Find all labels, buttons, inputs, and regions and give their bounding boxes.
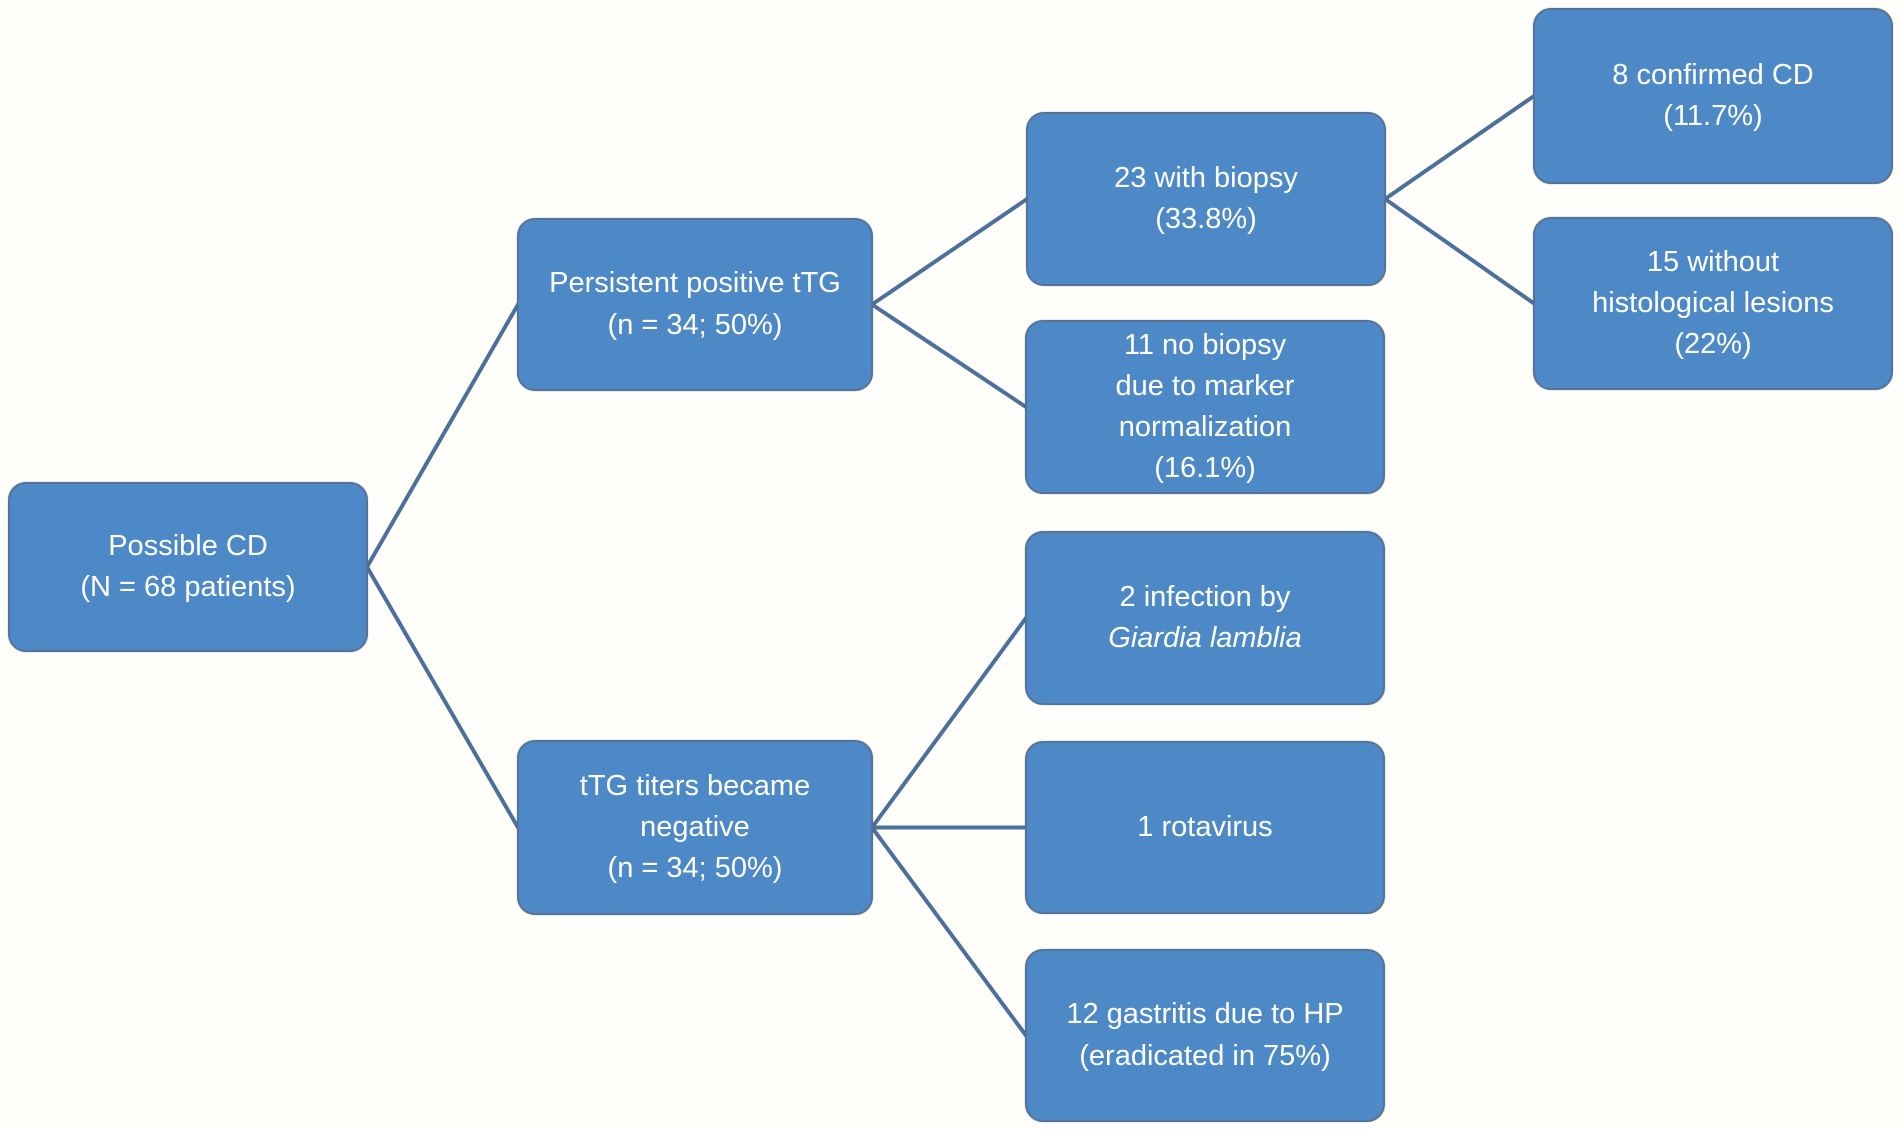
node-with-biopsy: 23 with biopsy (33.8%) <box>1026 112 1386 286</box>
node-text-line: (33.8%) <box>1155 203 1257 235</box>
node-persistent-positive-ttg: Persistent positive tTG (n = 34; 50%) <box>517 218 873 391</box>
connector-line <box>870 302 1028 409</box>
connector-line <box>870 616 1028 830</box>
node-text-line: 2 infection by <box>1119 580 1291 613</box>
node-possible-cd: Possible CD (N = 68 patients) <box>8 482 368 652</box>
connector-line <box>870 197 1029 307</box>
node-text-line: negative <box>640 810 750 843</box>
node-text-line: 11 no biopsy <box>1123 328 1287 361</box>
node-text-line: Possible CD <box>108 529 268 562</box>
node-text-line: (N = 68 patients) <box>80 571 296 603</box>
node-text-line: 15 without <box>1646 245 1780 278</box>
node-text-line: (22%) <box>1674 328 1752 361</box>
node-text-line: normalization <box>1118 411 1292 443</box>
connector-line <box>1383 94 1536 201</box>
node-text-line: Persistent positive tTG <box>549 267 841 300</box>
node-text-line: due to marker <box>1115 369 1295 402</box>
node-rotavirus: 1 rotavirus <box>1025 741 1385 914</box>
node-text-line: (11.7%) <box>1663 100 1763 132</box>
node-text-line: histological lesions <box>1592 286 1834 319</box>
node-no-histological-lesions: 15 without histological lesions (22%) <box>1533 217 1893 390</box>
node-text-line: 1 rotavirus <box>1137 810 1273 843</box>
node-text-line: 23 with biopsy <box>1114 161 1298 194</box>
connector-line <box>365 565 520 830</box>
connector-line <box>870 825 1028 1038</box>
node-text-line: (n = 34; 50%) <box>607 852 783 885</box>
node-gastritis-hp: 12 gastritis due to HP (eradicated in 75… <box>1025 949 1385 1122</box>
node-text-line: (16.1%) <box>1154 452 1256 485</box>
connector-line <box>365 302 520 569</box>
node-ttg-titers-negative: tTG titers became negative (n = 34; 50%) <box>517 740 873 915</box>
node-text-line: (n = 34; 50%) <box>607 308 783 341</box>
node-confirmed-cd: 8 confirmed CD (11.7%) <box>1533 8 1893 184</box>
node-giardia-infection: 2 infection by Giardia lamblia <box>1025 531 1385 705</box>
node-text-line: 12 gastritis due to HP <box>1066 998 1344 1031</box>
node-text-line: (eradicated in 75%) <box>1079 1039 1331 1072</box>
node-text-line: 8 confirmed CD <box>1612 58 1814 91</box>
node-text-line: tTG titers became <box>579 769 811 802</box>
node-no-biopsy: 11 no biopsy due to marker normalization… <box>1025 320 1385 494</box>
connector-line <box>1383 197 1536 306</box>
node-text-line-italic: Giardia lamblia <box>1108 622 1302 654</box>
